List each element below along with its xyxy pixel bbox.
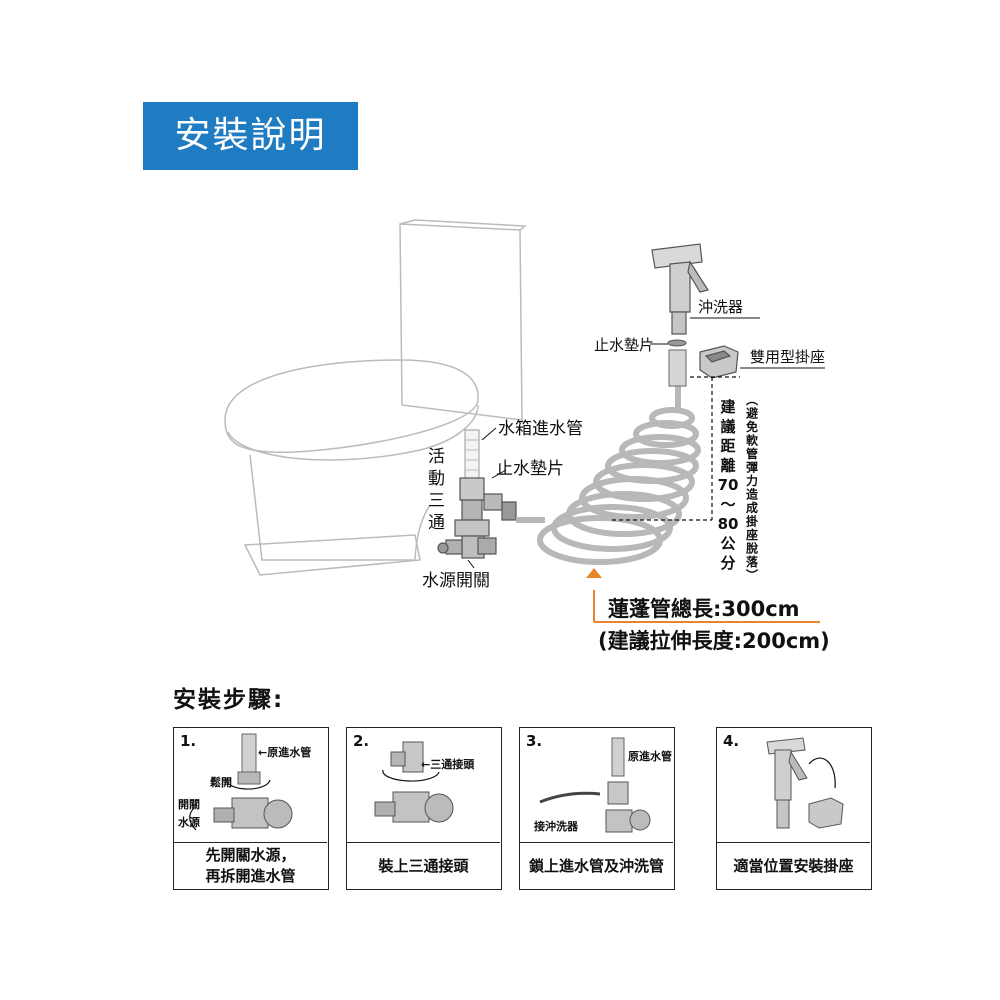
label-tank-pipe: 水箱進水管 (498, 419, 583, 439)
step-4-illustration (766, 737, 844, 829)
step-3-tag-sprayer: 接沖洗器 (534, 820, 578, 833)
distance-char-3: 離 (720, 457, 735, 475)
label-tee-3: 三 (428, 491, 445, 511)
distance-char-8: 分 (720, 554, 735, 572)
note-char-2: 免 (746, 419, 758, 434)
note-char-8: 成 (746, 500, 758, 515)
step-1-tag-pipe: ←原進水管 (258, 746, 312, 759)
hose-length-arrow (586, 568, 820, 623)
page-title: 安裝說明 (174, 115, 327, 156)
label-sprayer: 沖洗器 (698, 298, 743, 316)
title-banner: 安裝說明 (143, 102, 358, 170)
note-char-10: 座 (745, 527, 758, 542)
label-holder: 雙用型掛座 (750, 348, 825, 366)
label-tee-1: 活 (428, 447, 445, 467)
tank-inlet-pipe (464, 429, 480, 479)
label-hose-length: 蓮蓬管總長:300cm (608, 597, 800, 621)
step-3-caption: 鎖上進水管及沖洗管 (520, 842, 673, 889)
distance-guides (612, 376, 740, 521)
step-1-tag-loosen: 鬆開 (210, 776, 232, 789)
washer-ring (667, 339, 687, 347)
holder-icon (699, 345, 739, 379)
step-4-number: 4. (723, 732, 740, 750)
step-1-tag-water: 水源 (178, 816, 200, 829)
distance-char-6: 80 (718, 515, 739, 533)
spiral-hose (516, 385, 701, 565)
step-3-number: 3. (526, 732, 543, 750)
label-tee-2: 動 (428, 469, 445, 489)
distance-char-2: 距 (720, 437, 735, 455)
distance-char-7: 公 (720, 535, 735, 553)
step-3: 3. 原進水管 接沖洗器 鎖上進水管及沖洗管 (519, 727, 675, 890)
note-char-3: 軟 (746, 433, 759, 448)
step-1-number: 1. (180, 732, 197, 750)
tee-valve-assembly (437, 477, 517, 559)
step-1-tag-switch: 開關 (178, 798, 200, 811)
note-char-0: ︵ (745, 393, 759, 407)
sprayer-icon (651, 243, 709, 335)
note-char-4: 管 (746, 446, 758, 461)
distance-char-5: ～ (720, 496, 735, 514)
toilet-illustration (224, 219, 528, 576)
distance-char-4: 70 (718, 476, 739, 494)
step-4: 4. 適當位置安裝掛座 (716, 727, 872, 890)
step-2-caption: 裝上三通接頭 (347, 842, 500, 889)
step-2-tag-tee: ←三通接頭 (421, 758, 475, 771)
label-washer-mid: 止水墊片 (496, 459, 564, 479)
leader-lines (467, 317, 825, 569)
distance-char-0: 建 (720, 398, 736, 416)
step-4-caption: 適當位置安裝掛座 (717, 842, 870, 889)
note-char-1: 避 (746, 406, 758, 421)
step-1-caption: 先開關水源， 再拆開進水管 (174, 842, 327, 889)
label-tee-4: 通 (428, 513, 445, 533)
steps-title: 安裝步驟: (173, 687, 285, 713)
note-char-12: 落 (746, 554, 759, 569)
note-char-11: 脫 (746, 541, 759, 556)
note-char-9: 掛 (746, 514, 759, 529)
label-stretch-length: (建議拉伸長度:200cm) (598, 629, 830, 653)
distance-char-1: 議 (720, 418, 735, 436)
note-char-7: 造 (746, 487, 759, 502)
step-3-illustration (539, 737, 651, 833)
note-char-13: ︶ (745, 568, 759, 583)
step-2-illustration (374, 741, 454, 823)
label-valve: 水源開關 (422, 571, 490, 591)
label-washer-top: 止水墊片 (594, 336, 654, 354)
step-2: 2. ←三通接頭 裝上三通接頭 (346, 727, 502, 890)
step-3-tag-pipe: 原進水管 (628, 750, 672, 763)
note-char-6: 力 (746, 473, 758, 488)
step-1-illustration (189, 733, 293, 831)
step-1: 1. ←原進水管 鬆開 開關 水源 先開關水源， 再拆開進水管 (173, 727, 329, 890)
hose-nut (668, 349, 687, 387)
step-2-number: 2. (353, 732, 370, 750)
installation-diagram: 沖洗器 止水墊片 雙用型掛座 水箱進水管 止水墊片 活 動 三 通 水源開關 建… (224, 219, 830, 653)
note-char-5: 彈 (746, 461, 758, 475)
